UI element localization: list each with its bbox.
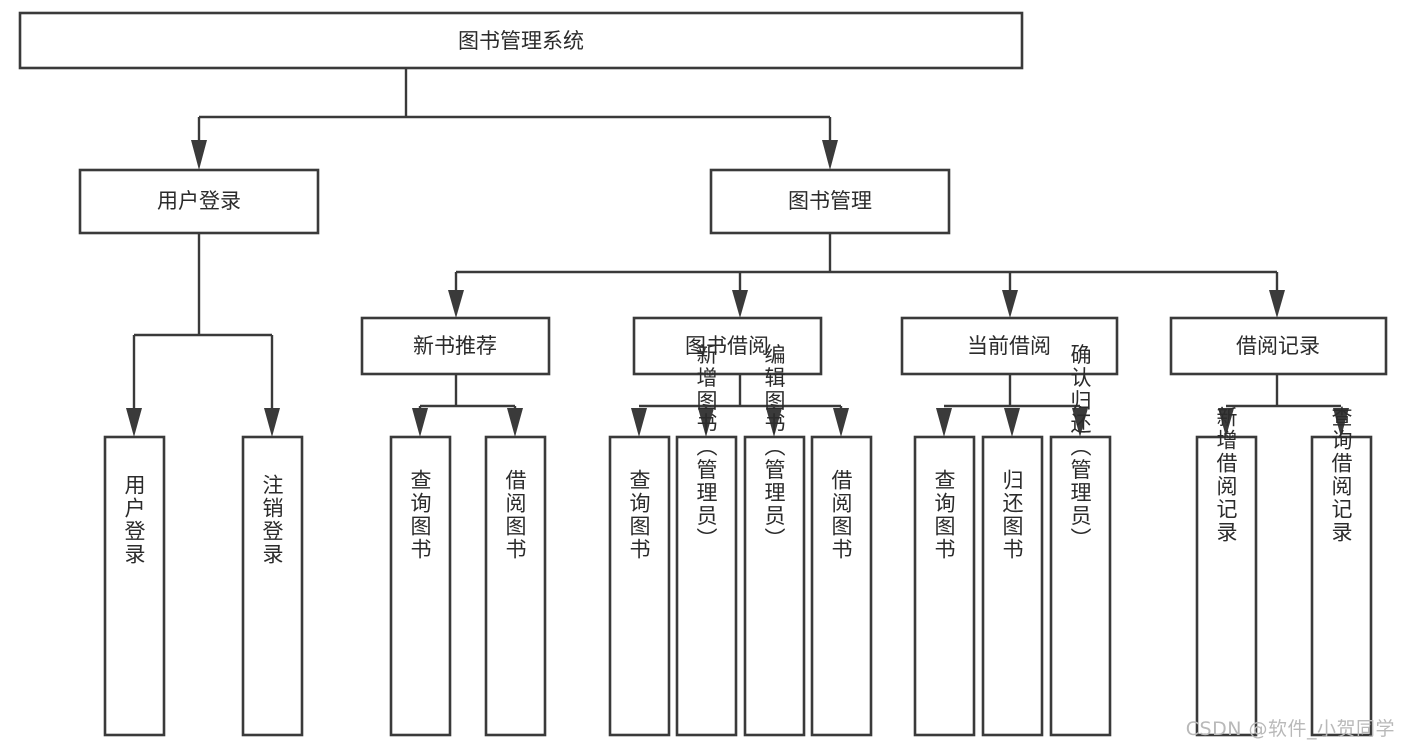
leaf-book-borrow-3-label: 编辑图书（管理员）	[762, 344, 786, 551]
arrow-to-book-borrow	[732, 290, 748, 318]
node-borrow-record-label: 借阅记录	[1236, 334, 1320, 358]
node-root-label: 图书管理系统	[458, 29, 584, 53]
leaf-user-login-2-label: 注销登录	[260, 474, 284, 566]
node-user-login[interactable]: 用户登录	[78, 168, 320, 235]
leaf-borrow-record-1-label: 新增借阅记录	[1214, 406, 1238, 544]
node-user-login-label: 用户登录	[157, 189, 241, 213]
leaf-current-borrow-3-label: 确认归还（管理员）	[1068, 344, 1092, 551]
leaf-new-book-2-label: 借阅图书	[503, 469, 527, 561]
node-root-box[interactable]	[18, 11, 1024, 70]
leaf-new-book-2[interactable]: 借阅图书	[484, 435, 547, 737]
leaf-user-login-2-box[interactable]	[241, 435, 304, 737]
arrow-current-borrow-leaf1	[936, 408, 952, 437]
node-current-borrow-box[interactable]	[900, 316, 1119, 376]
leaf-borrow-record-1-box[interactable]	[1195, 435, 1258, 737]
arrow-to-book-mgmt	[822, 140, 838, 170]
leaf-current-borrow-1[interactable]: 查询图书	[913, 435, 976, 737]
arrow-new-book-leaf1	[412, 408, 428, 437]
leaf-borrow-record-2[interactable]: 查询借阅记录	[1310, 406, 1373, 737]
leaf-current-borrow-3[interactable]: 确认归还（管理员）	[1049, 344, 1112, 737]
leaf-new-book-1-box[interactable]	[389, 435, 452, 737]
node-book-management[interactable]: 图书管理	[709, 168, 951, 235]
node-current-borrow-label: 当前借阅	[967, 334, 1051, 358]
node-book-borrow-box[interactable]	[632, 316, 823, 376]
node-new-book-recommend-label: 新书推荐	[413, 334, 497, 358]
leaf-book-borrow-4-label: 借阅图书	[829, 469, 853, 561]
arrow-borrow-record-leaf2	[1333, 408, 1349, 437]
node-book-borrow-label: 图书借阅	[685, 334, 769, 358]
leaf-current-borrow-3-box[interactable]	[1049, 435, 1112, 737]
arrow-to-current-borrow	[1002, 290, 1018, 318]
leaf-current-borrow-1-box[interactable]	[913, 435, 976, 737]
leaf-book-borrow-1-box[interactable]	[608, 435, 671, 737]
leaf-book-borrow-4-box[interactable]	[810, 435, 873, 737]
leaf-user-login-1-box[interactable]	[103, 435, 166, 737]
node-new-book-recommend-box[interactable]	[360, 316, 551, 376]
leaf-book-borrow-1-label: 查询图书	[627, 469, 651, 561]
leaf-borrow-record-1[interactable]: 新增借阅记录	[1195, 406, 1258, 737]
arrow-current-borrow-leaf2	[1004, 408, 1020, 437]
leaf-new-book-1[interactable]: 查询图书	[389, 435, 452, 737]
arrow-book-borrow-leaf1	[631, 408, 647, 437]
leaf-book-borrow-1[interactable]: 查询图书	[608, 435, 671, 737]
leaf-book-borrow-2-box[interactable]	[675, 435, 738, 737]
leaf-borrow-record-2-label: 查询借阅记录	[1329, 406, 1353, 544]
node-current-borrow[interactable]: 当前借阅	[900, 316, 1119, 376]
leaf-book-borrow-2[interactable]: 新增图书（管理员）	[675, 344, 738, 737]
leaf-book-borrow-3[interactable]: 编辑图书（管理员）	[743, 344, 806, 737]
node-book-management-label: 图书管理	[788, 189, 872, 213]
node-user-login-box[interactable]	[78, 168, 320, 235]
node-book-management-box[interactable]	[709, 168, 951, 235]
node-root[interactable]: 图书管理系统	[18, 11, 1024, 70]
arrow-user-login-leaf2	[264, 408, 280, 437]
node-new-book-recommend[interactable]: 新书推荐	[360, 316, 551, 376]
arrow-new-book-leaf2	[507, 408, 523, 437]
leaf-new-book-2-box[interactable]	[484, 435, 547, 737]
leaf-user-login-1-label: 用户登录	[122, 474, 146, 566]
leaf-user-login-2[interactable]: 注销登录	[241, 435, 304, 737]
arrow-borrow-record-leaf1	[1218, 408, 1234, 437]
leaf-current-borrow-2-box[interactable]	[981, 435, 1044, 737]
node-book-borrow[interactable]: 图书借阅	[632, 316, 823, 376]
leaf-book-borrow-2-label: 新增图书（管理员）	[694, 344, 718, 551]
node-borrow-record-box[interactable]	[1169, 316, 1388, 376]
arrow-to-borrow-record	[1269, 290, 1285, 318]
leaf-book-borrow-4[interactable]: 借阅图书	[810, 435, 873, 737]
leaf-current-borrow-1-label: 查询图书	[932, 469, 956, 561]
arrow-to-new-book	[448, 290, 464, 318]
leaf-book-borrow-3-box[interactable]	[743, 435, 806, 737]
leaf-borrow-record-2-box[interactable]	[1310, 435, 1373, 737]
arrow-book-borrow-leaf4	[833, 408, 849, 437]
arrow-user-login-leaf1	[126, 408, 142, 437]
leaf-current-borrow-2-label: 归还图书	[1000, 469, 1024, 561]
arrow-book-borrow-leaf2	[698, 408, 714, 437]
leaf-current-borrow-2[interactable]: 归还图书	[981, 435, 1044, 737]
connector-layer	[126, 68, 1349, 437]
leaf-user-login-1[interactable]: 用户登录	[103, 435, 166, 737]
node-borrow-record[interactable]: 借阅记录	[1169, 316, 1388, 376]
arrow-current-borrow-leaf3	[1072, 408, 1088, 437]
leaf-new-book-1-label: 查询图书	[408, 469, 432, 561]
arrow-to-user-login	[191, 140, 207, 170]
arrow-book-borrow-leaf3	[766, 408, 782, 437]
